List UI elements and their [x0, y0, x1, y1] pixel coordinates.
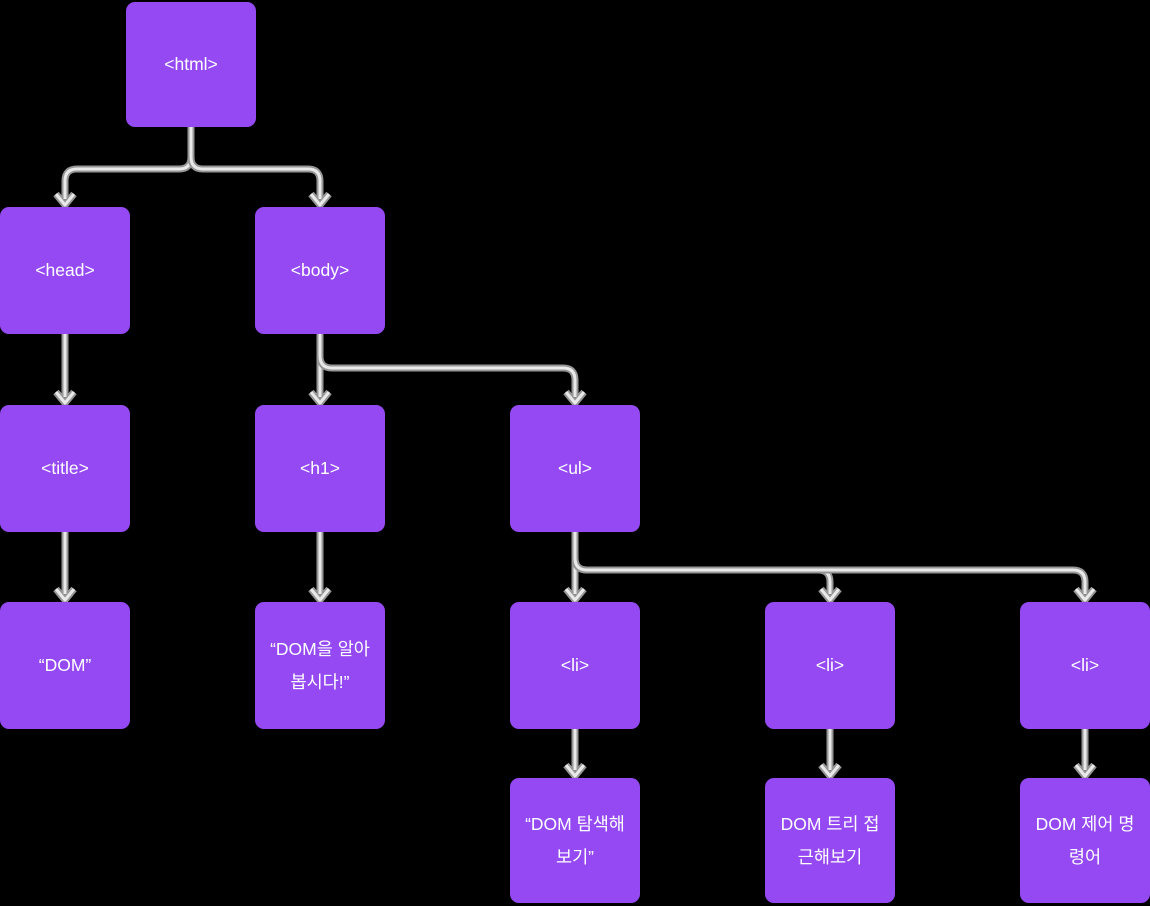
node-body-label: <body>	[290, 260, 350, 281]
node-head-label: <head>	[35, 260, 95, 281]
node-h1-text-label: “DOM을 알아 봅시다!”	[270, 639, 370, 692]
node-title-text: “DOM”	[0, 602, 130, 729]
node-title-label: <title>	[41, 458, 89, 479]
connector-li1-text	[566, 729, 584, 776]
node-html: <html>	[126, 2, 256, 127]
connector-html-body	[191, 127, 329, 205]
node-li-1-text-label: “DOM 탐색해 보기”	[525, 814, 625, 867]
node-body: <body>	[255, 207, 385, 334]
connector-head-title	[56, 334, 74, 403]
node-li-3: <li>	[1020, 602, 1150, 729]
connector-html-head	[56, 127, 191, 205]
node-li-3-text-label: DOM 제어 명 령어	[1035, 814, 1135, 867]
node-li-2-text-label: DOM 트리 접 근해보기	[780, 814, 880, 867]
node-li-2-text: DOM 트리 접 근해보기	[765, 778, 895, 903]
connector-body-ul	[320, 334, 584, 403]
node-li-2: <li>	[765, 602, 895, 729]
node-li-1: <li>	[510, 602, 640, 729]
node-h1-text: “DOM을 알아 봅시다!”	[255, 602, 385, 729]
node-li-1-text: “DOM 탐색해 보기”	[510, 778, 640, 903]
node-li-3-text: DOM 제어 명 령어	[1020, 778, 1150, 903]
connector-ul-li2	[575, 532, 839, 600]
node-head: <head>	[0, 207, 130, 334]
connector-li3-text	[1076, 729, 1094, 776]
node-li-1-label: <li>	[560, 655, 590, 676]
node-li-3-label: <li>	[1070, 655, 1100, 676]
connector-title-text	[56, 532, 74, 600]
connector-h1-text	[311, 532, 329, 600]
node-h1: <h1>	[255, 405, 385, 532]
node-title: <title>	[0, 405, 130, 532]
node-html-label: <html>	[164, 54, 218, 75]
node-title-text-label: “DOM”	[38, 655, 92, 676]
node-h1-label: <h1>	[300, 458, 340, 479]
node-ul: <ul>	[510, 405, 640, 532]
node-ul-label: <ul>	[557, 458, 593, 479]
connector-li2-text	[821, 729, 839, 776]
node-li-2-label: <li>	[815, 655, 845, 676]
